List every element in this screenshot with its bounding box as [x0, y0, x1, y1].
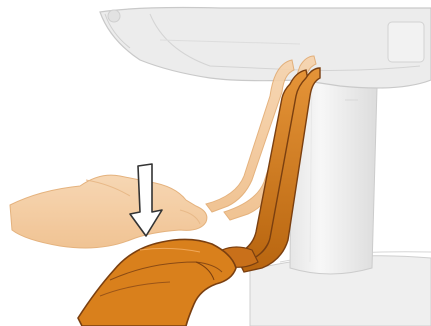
machine-top-housing — [100, 8, 431, 89]
